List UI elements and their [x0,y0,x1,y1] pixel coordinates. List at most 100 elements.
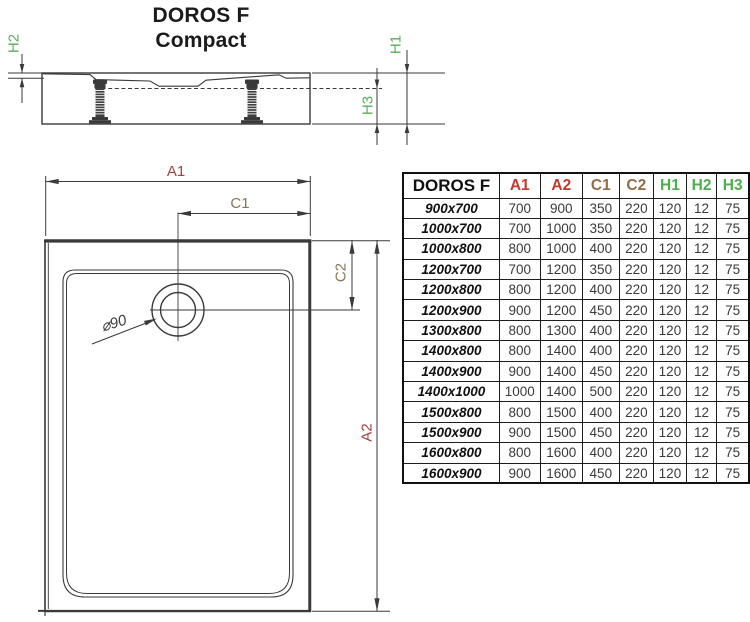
value-cell: 900 [498,299,541,321]
drain-circle [150,212,360,341]
value-cell: 75 [716,381,750,403]
value-cell: 120 [653,360,687,383]
h3-dimension-label: H3 [359,95,377,116]
value-cell: 75 [716,401,750,423]
value-cell: 220 [618,279,655,301]
value-cell: 450 [582,421,620,444]
value-cell: 120 [653,197,687,219]
value-cell: 75 [716,238,750,260]
value-cell: 1000 [539,217,584,240]
dimension-a1 [45,176,311,236]
table-header-a2: A2 [539,172,584,199]
a2-dimension-label: A2 [358,423,376,442]
value-cell: 1000 [498,381,541,403]
side-view-drawing [8,50,445,145]
value-cell: 450 [582,299,620,321]
value-cell: 220 [618,421,655,444]
value-cell: 220 [618,319,655,342]
value-cell: 12 [685,197,718,219]
value-cell: 220 [618,401,655,423]
value-cell: 1400 [539,381,584,403]
table-header-c2: C2 [618,172,655,199]
value-cell: 120 [653,401,687,423]
drawing-title: DOROS F Compact [101,3,301,53]
value-cell: 220 [618,197,655,219]
value-cell: 900 [539,197,584,219]
h2-dimension-label: H2 [5,33,23,54]
value-cell: 75 [716,258,750,281]
value-cell: 350 [582,217,620,240]
value-cell: 75 [716,421,750,444]
value-cell: 700 [498,258,541,281]
size-cell: 1400x900 [402,360,500,383]
value-cell: 900 [498,421,541,444]
value-cell: 12 [685,381,718,403]
value-cell: 75 [716,217,750,240]
table-header-a1: A1 [498,172,541,199]
size-cell: 1500x800 [402,401,500,423]
size-cell: 1500x900 [402,421,500,444]
value-cell: 75 [716,462,750,484]
value-cell: 220 [618,299,655,321]
size-cell: 1000x700 [402,217,500,240]
table-header-product: DOROS F [402,172,500,199]
value-cell: 120 [653,238,687,260]
value-cell: 75 [716,360,750,383]
value-cell: 120 [653,340,687,362]
value-cell: 12 [685,217,718,240]
value-cell: 1600 [539,462,584,484]
value-cell: 12 [685,462,718,484]
value-cell: 1000 [539,238,584,260]
value-cell: 75 [716,442,750,464]
value-cell: 900 [498,462,541,484]
foot-left [89,79,111,124]
value-cell: 800 [498,238,541,260]
value-cell: 800 [498,279,541,301]
size-cell: 1000x800 [402,238,500,260]
value-cell: 400 [582,442,620,464]
value-cell: 400 [582,319,620,342]
value-cell: 450 [582,462,620,484]
size-cell: 1600x900 [402,462,500,484]
value-cell: 12 [685,319,718,342]
value-cell: 700 [498,197,541,219]
value-cell: 800 [498,319,541,342]
value-cell: 120 [653,258,687,281]
foot-right [240,79,264,124]
value-cell: 12 [685,258,718,281]
size-cell: 1400x1000 [402,381,500,403]
value-cell: 400 [582,401,620,423]
value-cell: 12 [685,442,718,464]
value-cell: 75 [716,279,750,301]
product-series: Compact [155,29,247,52]
value-cell: 120 [653,381,687,403]
value-cell: 400 [582,279,620,301]
value-cell: 1500 [539,421,584,444]
value-cell: 800 [498,442,541,464]
dimension-h3 [374,68,380,145]
product-name: DOROS F [152,4,250,27]
table-header-c1: C1 [582,172,620,199]
value-cell: 75 [716,319,750,342]
plan-view-drawing [38,176,390,616]
value-cell: 75 [716,197,750,219]
size-cell: 1600x800 [402,442,500,464]
value-cell: 12 [685,421,718,444]
value-cell: 12 [685,401,718,423]
value-cell: 120 [653,462,687,484]
table-header-h2: H2 [685,172,718,199]
c1-dimension-label: C1 [230,195,250,212]
value-cell: 120 [653,279,687,301]
value-cell: 1400 [539,360,584,383]
value-cell: 220 [618,238,655,260]
value-cell: 12 [685,340,718,362]
value-cell: 120 [653,442,687,464]
